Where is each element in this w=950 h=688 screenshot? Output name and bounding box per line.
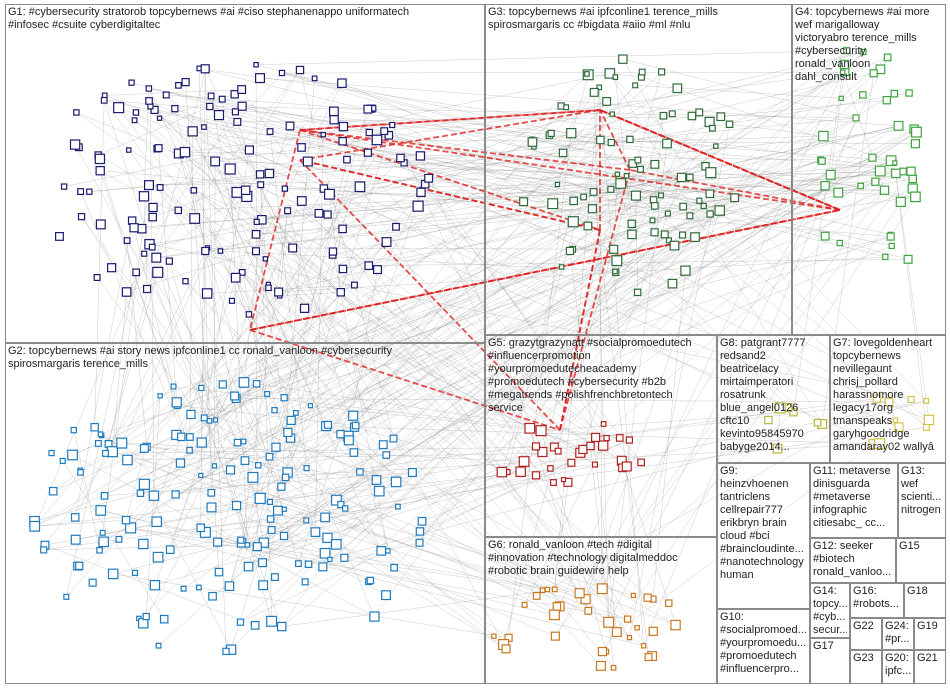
group-box-g24: G24: #pr...	[882, 618, 914, 650]
group-label-g21: G21	[917, 652, 943, 665]
group-label-g4: G4: topcybernews #ai more wef marigallow…	[795, 6, 943, 84]
group-label-g24: G24: #pr...	[885, 620, 911, 646]
group-label-g10: G10: #socialpromoed... #yourpromoedu... …	[720, 611, 807, 676]
group-label-g5: G5: grazytgrazynatt #socialpromoedutech …	[488, 337, 714, 415]
group-label-g22: G22	[853, 620, 879, 633]
group-label-g6: G6: ronald_vanloon #tech #digital #innov…	[488, 539, 714, 578]
group-box-g21: G21	[914, 650, 946, 684]
group-box-g10: G10: #socialpromoed... #yourpromoedu... …	[717, 609, 810, 684]
group-label-g13: G13: wef scienti... nitrogen	[901, 465, 943, 517]
group-box-g15: G15	[896, 538, 946, 583]
group-label-g7: G7: lovegoldenheart topcybernews neville…	[833, 337, 943, 454]
group-box-g5: G5: grazytgrazynatt #socialpromoedutech …	[485, 335, 717, 537]
group-box-g16: G16: #robots...	[850, 583, 904, 618]
group-label-g3: G3: topcybernews #ai ipfconline1 terence…	[488, 6, 789, 32]
group-box-g18: G18	[904, 583, 946, 618]
group-box-g8: G8: patgrant7777 redsand2 beatricelacy m…	[717, 335, 830, 463]
group-box-g13: G13: wef scienti... nitrogen	[898, 463, 946, 538]
group-box-g2: G2: topcybernews #ai story news ipfconli…	[5, 343, 485, 684]
group-box-g12: G12: seeker #biotech ronald_vanloo...	[810, 538, 896, 583]
group-box-g6: G6: ronald_vanloon #tech #digital #innov…	[485, 537, 717, 684]
group-box-g4: G4: topcybernews #ai more wef marigallow…	[792, 4, 946, 335]
group-label-g15: G15	[899, 540, 943, 553]
group-label-g12: G12: seeker #biotech ronald_vanloo...	[813, 540, 893, 579]
group-label-g20: G20: ipfc...	[885, 652, 911, 678]
group-box-g23: G23	[850, 650, 882, 684]
group-box-g7: G7: lovegoldenheart topcybernews neville…	[830, 335, 946, 463]
group-label-g14: G14: topcy... #cyb... secur...	[813, 585, 847, 637]
group-label-g9: G9: heinzvhoenen tantriclens cellrepair7…	[720, 465, 807, 582]
group-box-g3: G3: topcybernews #ai ipfconline1 terence…	[485, 4, 792, 335]
group-label-g2: G2: topcybernews #ai story news ipfconli…	[8, 345, 482, 371]
group-box-g22: G22	[850, 618, 882, 650]
group-box-g17: G17	[810, 638, 850, 684]
group-box-g9: G9: heinzvhoenen tantriclens cellrepair7…	[717, 463, 810, 609]
group-label-g1: G1: #cybersecurity stratorob topcybernew…	[8, 6, 482, 32]
group-label-g17: G17	[813, 640, 847, 653]
group-label-g19: G19	[917, 620, 943, 633]
group-label-g11: G11: metaverse dinisguarda #metaverse in…	[813, 465, 895, 530]
group-label-g16: G16: #robots...	[853, 585, 901, 611]
group-box-g1: G1: #cybersecurity stratorob topcybernew…	[5, 4, 485, 343]
group-label-g18: G18	[907, 585, 943, 598]
group-box-g11: G11: metaverse dinisguarda #metaverse in…	[810, 463, 898, 538]
group-label-g23: G23	[853, 652, 879, 665]
group-label-g8: G8: patgrant7777 redsand2 beatricelacy m…	[720, 337, 827, 454]
group-box-g14: G14: topcy... #cyb... secur...	[810, 583, 850, 638]
group-box-g19: G19	[914, 618, 946, 650]
group-box-g20: G20: ipfc...	[882, 650, 914, 684]
